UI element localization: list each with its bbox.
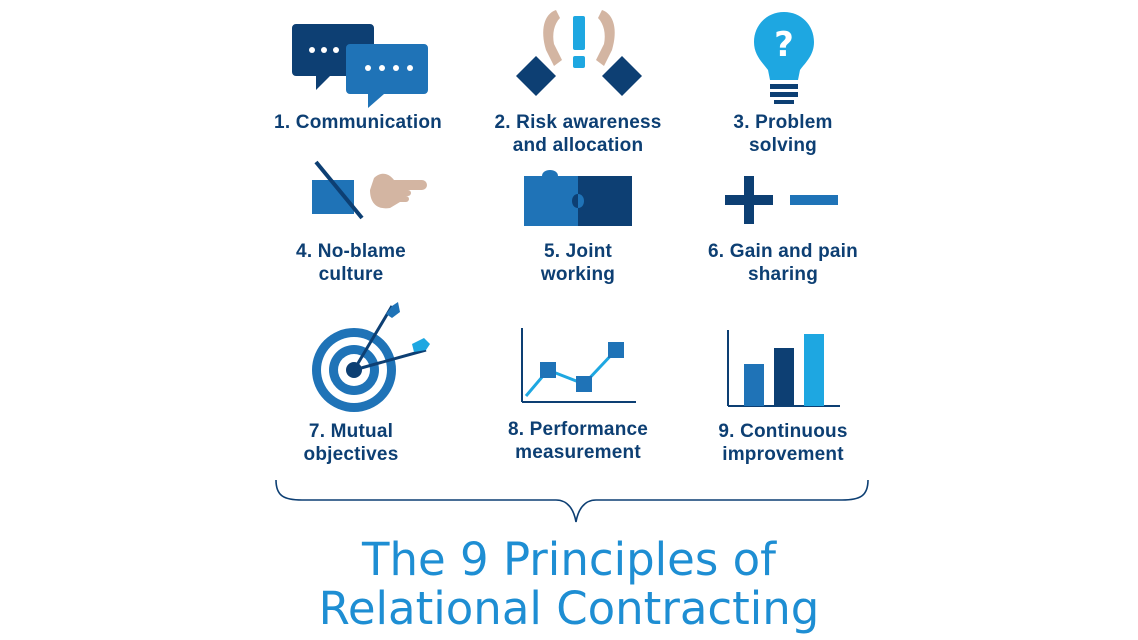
grouping-brace	[275, 479, 869, 523]
line-graph-icon	[521, 328, 636, 403]
pointing-hand-crossed-icon	[312, 160, 427, 220]
svg-text:?: ?	[774, 25, 794, 65]
hands-exclamation-icon	[516, 10, 642, 96]
puzzle-pieces-icon	[524, 170, 632, 226]
speech-bubbles-icon	[292, 24, 428, 108]
title-line-2: Relational Contracting	[318, 582, 820, 635]
title-line-1: The 9 Principles of	[362, 533, 776, 586]
page-title: The 9 Principles of Relational Contracti…	[0, 535, 1138, 633]
lightbulb-question-icon: ?	[754, 12, 814, 104]
target-darts-icon	[312, 302, 430, 412]
plus-minus-icon	[725, 176, 838, 224]
principle-label: 1. Communication	[274, 112, 442, 133]
bar-chart-icon	[727, 330, 840, 407]
